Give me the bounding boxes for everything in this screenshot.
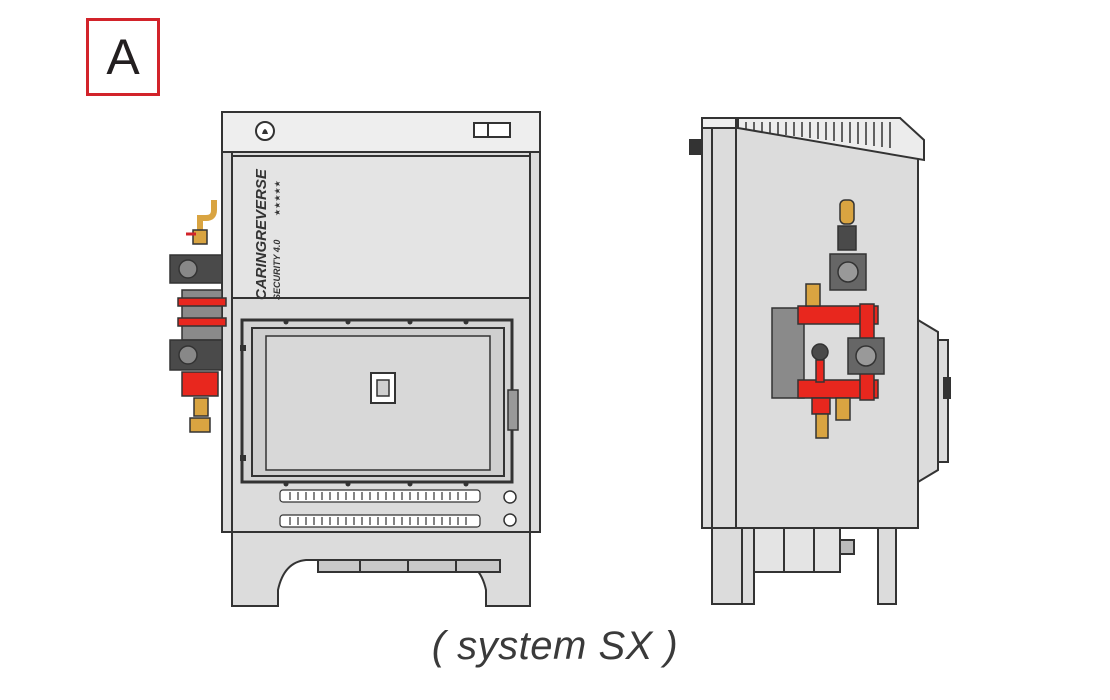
control-display xyxy=(473,122,511,138)
figure-label-box: A xyxy=(86,18,160,96)
side-hydraulic-kit xyxy=(771,199,885,439)
brand-line2: SECURITY 4.0 xyxy=(272,240,282,300)
side-top-vent xyxy=(737,117,925,162)
brand-stars: ★★★★★ xyxy=(273,180,282,216)
brand-mark: CARINGREVERSE SECURITY 4.0 ★★★★★ xyxy=(253,168,282,300)
side-leg-left xyxy=(711,527,743,605)
control-knobs xyxy=(503,490,517,527)
front-upper-panel xyxy=(231,155,531,299)
door-handle xyxy=(370,372,396,404)
brand-line1: CARINGREVERSE xyxy=(253,168,270,300)
figure-label: A xyxy=(106,29,140,85)
caption: ( system SX ) xyxy=(431,624,679,668)
flue-collar xyxy=(917,318,939,484)
side-leg-right xyxy=(877,527,897,605)
front-view xyxy=(221,111,541,607)
front-hydraulic-kit xyxy=(169,200,227,433)
